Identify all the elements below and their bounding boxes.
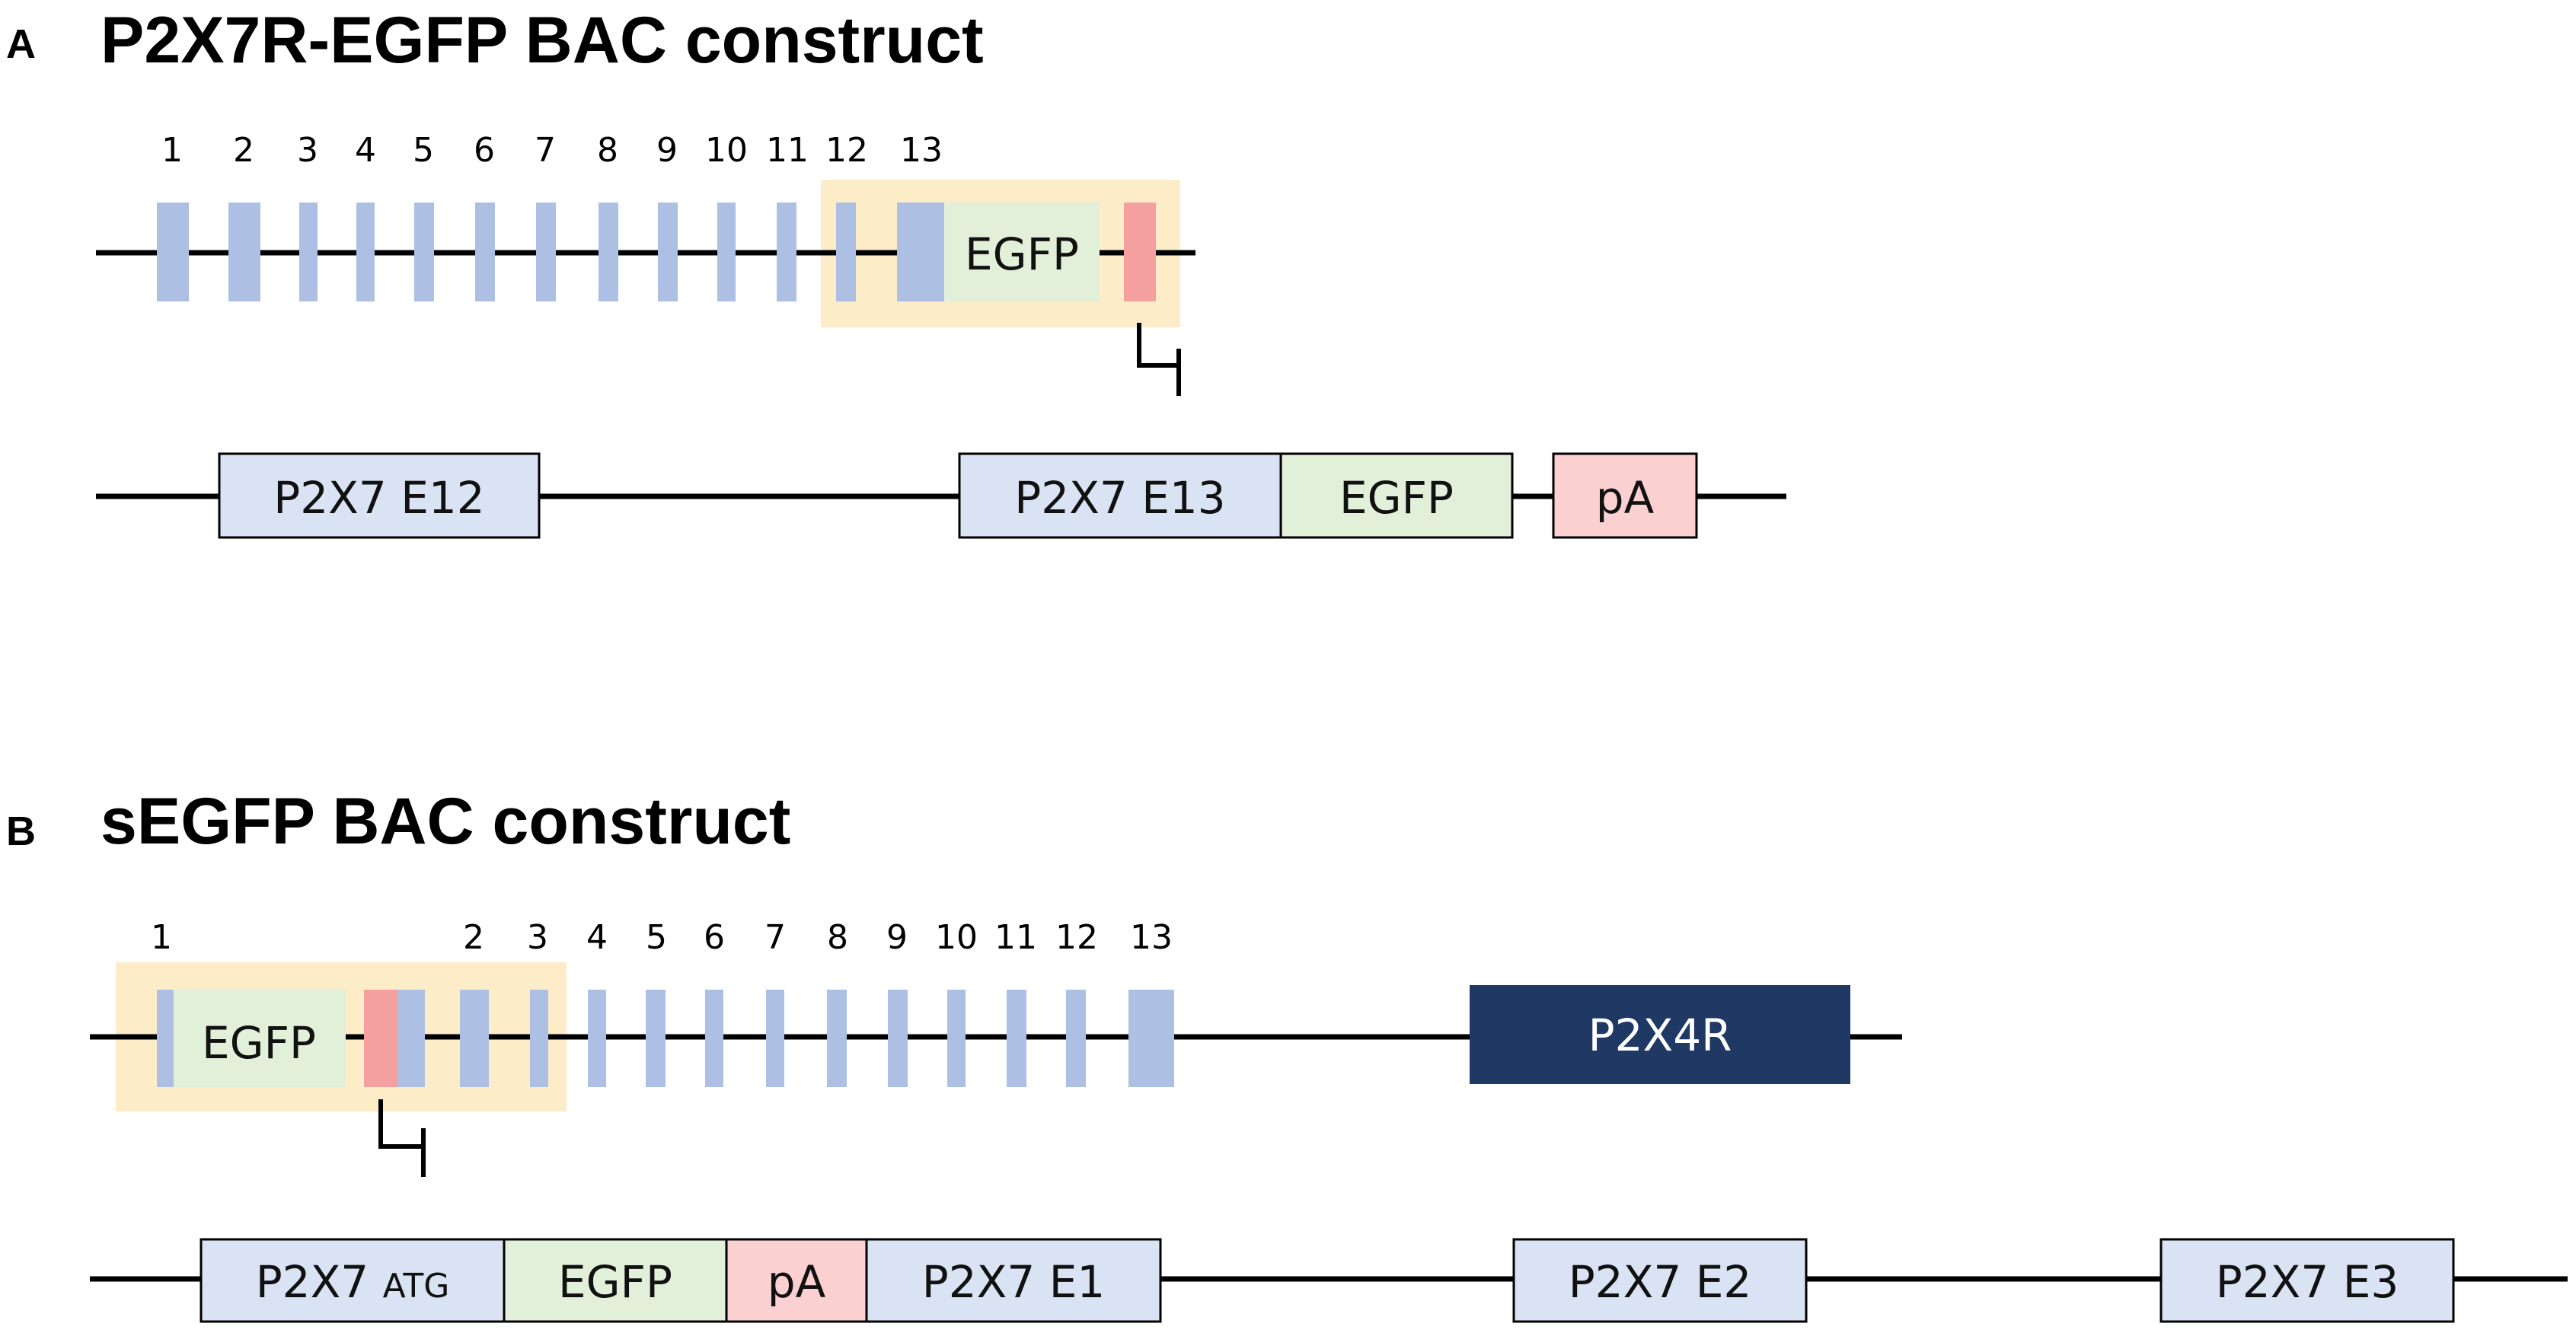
box-egfp-label: EGFP — [1339, 472, 1454, 524]
exon-number: 10 — [705, 131, 748, 170]
exon-11 — [777, 203, 796, 301]
box-p2x7-e1 — [865, 1238, 1162, 1323]
exon-number: 2 — [463, 918, 484, 957]
panel-b-egfp-label: EGFP — [202, 1017, 316, 1069]
exon-number: 4 — [355, 131, 376, 170]
box-p2x7-e13 — [958, 452, 1282, 539]
exon-number: 13 — [1130, 918, 1173, 957]
exon-4 — [356, 203, 375, 301]
exon-number: 7 — [535, 131, 556, 170]
exon-3 — [530, 990, 548, 1087]
exon-number: 10 — [935, 918, 978, 957]
exon-number: 3 — [297, 131, 318, 170]
box-p2x7-e3-label: P2X7 E3 — [2216, 1256, 2399, 1308]
exon-7 — [536, 203, 556, 301]
panel-b-egfp-insert — [174, 990, 346, 1087]
panel-b-polya-block — [364, 990, 397, 1087]
exon-number: 3 — [527, 918, 548, 957]
exon-8 — [599, 203, 618, 301]
panel-b-title: sEGFP BAC construct — [101, 785, 790, 858]
exon-6 — [475, 203, 495, 301]
exon-number: 11 — [766, 131, 809, 170]
exon-number: 7 — [765, 918, 786, 957]
box-p2x7-atg-suffix: ATG — [383, 1267, 450, 1306]
box-egfp — [1279, 452, 1514, 539]
exon-number: 9 — [656, 131, 678, 170]
exon-13 — [1128, 990, 1174, 1087]
exon-number: 13 — [900, 131, 943, 170]
exon-number: 8 — [827, 918, 848, 957]
panel-a-egfp-insert — [944, 203, 1100, 301]
panel-a-letter: A — [6, 21, 36, 67]
box-p2x7-e2-label: P2X7 E2 — [1569, 1256, 1752, 1308]
exon-1 — [157, 203, 189, 301]
exon-12 — [836, 203, 856, 301]
panel-a-egfp-label: EGFP — [965, 228, 1079, 280]
box-p2x7-e12-label: P2X7 E12 — [273, 472, 484, 524]
box-pa-label: pA — [768, 1256, 826, 1308]
exon-7 — [766, 990, 784, 1087]
exon-8 — [827, 990, 847, 1087]
box-p2x7-atg-prefix: P2X7 — [256, 1256, 383, 1308]
exon-number: 5 — [646, 918, 667, 957]
exon-1-remainder — [397, 990, 425, 1087]
exon-10 — [717, 203, 736, 301]
box-egfp — [503, 1238, 728, 1323]
panel-a-exon-numbers: 1 2 3 4 5 6 7 8 9 10 11 12 13 — [161, 131, 943, 170]
panel-a-polya-block — [1124, 203, 1156, 301]
box-p2x7-e13-label: P2X7 E13 — [1014, 472, 1225, 524]
box-egfp-label: EGFP — [558, 1256, 672, 1308]
exon-number: 5 — [413, 131, 434, 170]
exon-number: 8 — [597, 131, 618, 170]
exon-2 — [228, 203, 260, 301]
exon-number: 12 — [1055, 918, 1098, 957]
exon-2 — [460, 990, 489, 1087]
exon-number: 12 — [825, 131, 868, 170]
exon-5 — [414, 203, 434, 301]
box-p2x7-atg — [200, 1238, 506, 1323]
exon-11 — [1007, 990, 1026, 1087]
exon-3 — [299, 203, 318, 301]
exon-number: 1 — [161, 131, 183, 170]
box-pa — [1552, 452, 1698, 539]
panel-a: A P2X7R-EGFP BAC construct 1 2 3 4 5 6 7… — [6, 4, 1786, 539]
exon-10 — [947, 990, 966, 1087]
box-p2x7-e2 — [1512, 1238, 1808, 1323]
box-p2x7-atg-label: P2X7 ATG — [256, 1256, 450, 1308]
exon-12 — [1066, 990, 1086, 1087]
box-p2x7-e12 — [218, 452, 541, 539]
panel-a-exons — [157, 203, 944, 301]
exon-number: 4 — [586, 918, 608, 957]
box-pa-label: pA — [1596, 472, 1655, 524]
exon-13 — [897, 203, 944, 301]
exon-number: 6 — [474, 131, 495, 170]
exon-4 — [588, 990, 606, 1087]
box-p2x7-e1-label: P2X7 E1 — [922, 1256, 1106, 1308]
box-p2x7-e3 — [2159, 1238, 2455, 1323]
panel-b-letter: B — [6, 808, 36, 854]
panel-b-exons — [460, 990, 1174, 1087]
p2x4r-gene-label: P2X4R — [1588, 1009, 1732, 1061]
exon-5 — [646, 990, 666, 1087]
exon-9 — [658, 203, 678, 301]
panel-a-terminator-icon — [1137, 323, 1181, 396]
exon-1 — [157, 990, 174, 1087]
p2x4r-gene-block — [1470, 985, 1850, 1084]
exon-number: 2 — [233, 131, 254, 170]
panel-b-exon-numbers: 1 2 3 4 5 6 7 8 9 10 11 12 13 — [151, 918, 1173, 957]
panel-a-title: P2X7R-EGFP BAC construct — [101, 4, 984, 77]
exon-number: 11 — [994, 918, 1037, 957]
panel-b-terminator-icon — [378, 1099, 426, 1177]
exon-9 — [888, 990, 908, 1087]
exon-number: 6 — [704, 918, 725, 957]
panel-b: B sEGFP BAC construct 1 2 3 4 5 6 7 8 9 … — [6, 785, 2568, 1323]
exon-number: 9 — [886, 918, 908, 957]
exon-number: 1 — [151, 918, 172, 957]
exon-6 — [705, 990, 723, 1087]
